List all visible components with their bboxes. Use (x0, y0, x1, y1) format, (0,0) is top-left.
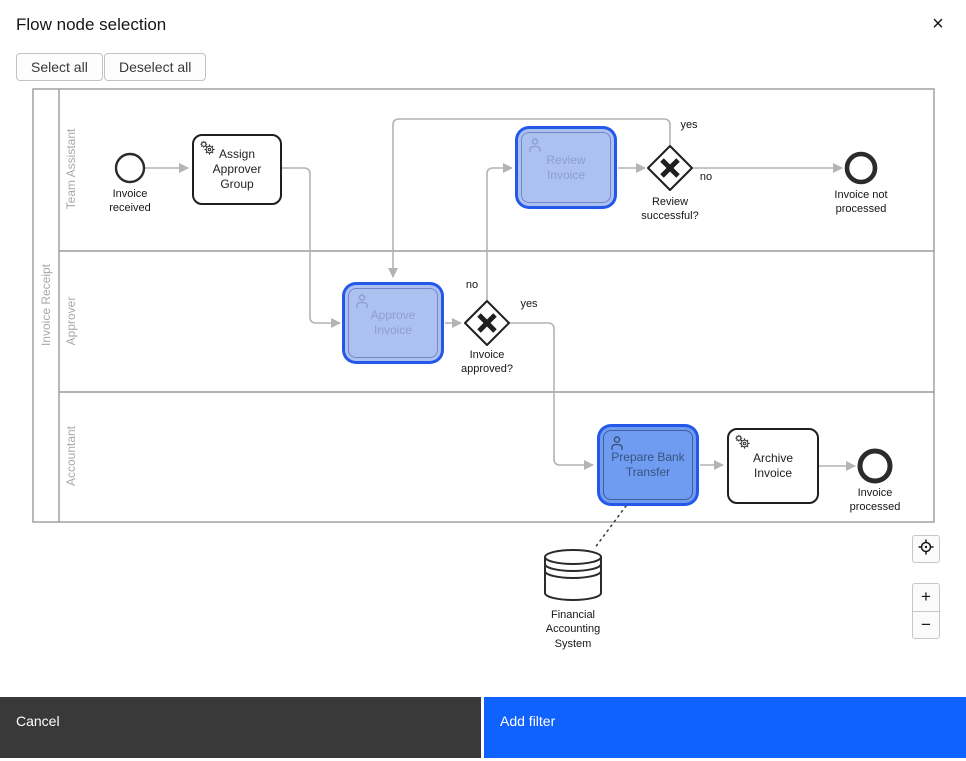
lane-label-team-assistant: Team Assistant (64, 128, 78, 210)
edge-label-review-no: no (699, 171, 713, 183)
task-archive-invoice[interactable]: Archive Invoice (727, 428, 819, 504)
edge-label-approve-no: no (465, 279, 479, 291)
service-gear-icon (734, 434, 752, 454)
label-invoice-processed: Invoice processed (849, 487, 901, 514)
end-event-invoice-not-processed[interactable] (844, 151, 878, 185)
page-title: Flow node selection (16, 15, 167, 34)
task-review-invoice[interactable]: Review Invoice (521, 132, 611, 203)
task-label: Review Invoice (546, 152, 586, 182)
zoom-control: + − (912, 583, 940, 639)
user-icon (354, 293, 370, 313)
crosshair-icon (918, 539, 934, 560)
select-all-button[interactable]: Select all (16, 53, 103, 81)
label-invoice-received: Invoice received (109, 188, 151, 215)
task-label: Approve Invoice (370, 308, 416, 337)
user-icon (527, 137, 543, 157)
task-prepare-bank-transfer[interactable]: Prepare Bank Transfer (603, 430, 693, 500)
task-approve-invoice[interactable]: Approve Invoice (348, 288, 438, 358)
service-gear-icon (199, 140, 217, 160)
association-prepare-to-datastore (593, 505, 627, 550)
label-invoice-approved: Invoice approved? (461, 349, 513, 376)
zoom-out-button[interactable]: − (913, 610, 939, 638)
label-invoice-not-processed: Invoice not processed (834, 189, 888, 216)
user-icon (609, 435, 625, 455)
start-event-invoice-received[interactable] (114, 152, 146, 184)
zoom-in-button[interactable]: + (921, 587, 931, 607)
flow-approve-no-to-review (486, 163, 513, 300)
task-label: Assign Approver Group (212, 147, 262, 191)
flow-assign-to-approve (282, 167, 341, 328)
gateway-invoice-approved[interactable] (464, 300, 510, 346)
task-label: Prepare Bank Transfer (611, 450, 685, 479)
add-filter-button[interactable]: Add filter (484, 697, 966, 758)
edge-label-approve-yes: yes (520, 298, 538, 310)
gateway-review-successful[interactable] (647, 145, 693, 191)
pool-label: Invoice Receipt (39, 263, 53, 347)
task-assign-approver-group[interactable]: Assign Approver Group (192, 134, 282, 205)
label-financial-accounting-system: Financial Accounting System (545, 609, 601, 650)
end-event-invoice-processed[interactable] (857, 448, 893, 484)
label-review-successful: Review successful? (641, 196, 699, 223)
x-marker (477, 313, 497, 333)
edge-label-review-yes: yes (680, 119, 698, 131)
task-label: Archive Invoice (752, 451, 793, 480)
cancel-button[interactable]: Cancel (0, 697, 481, 758)
lane-label-accountant: Accountant (64, 425, 78, 487)
reset-viewport-button[interactable] (912, 535, 940, 563)
datastore-financial-accounting-system[interactable] (544, 549, 602, 601)
flow-approve-yes-to-prepare (510, 322, 594, 470)
deselect-all-button[interactable]: Deselect all (104, 53, 207, 81)
lane-label-approver: Approver (64, 296, 78, 346)
x-marker (660, 158, 680, 178)
close-icon[interactable]: × (932, 12, 944, 35)
